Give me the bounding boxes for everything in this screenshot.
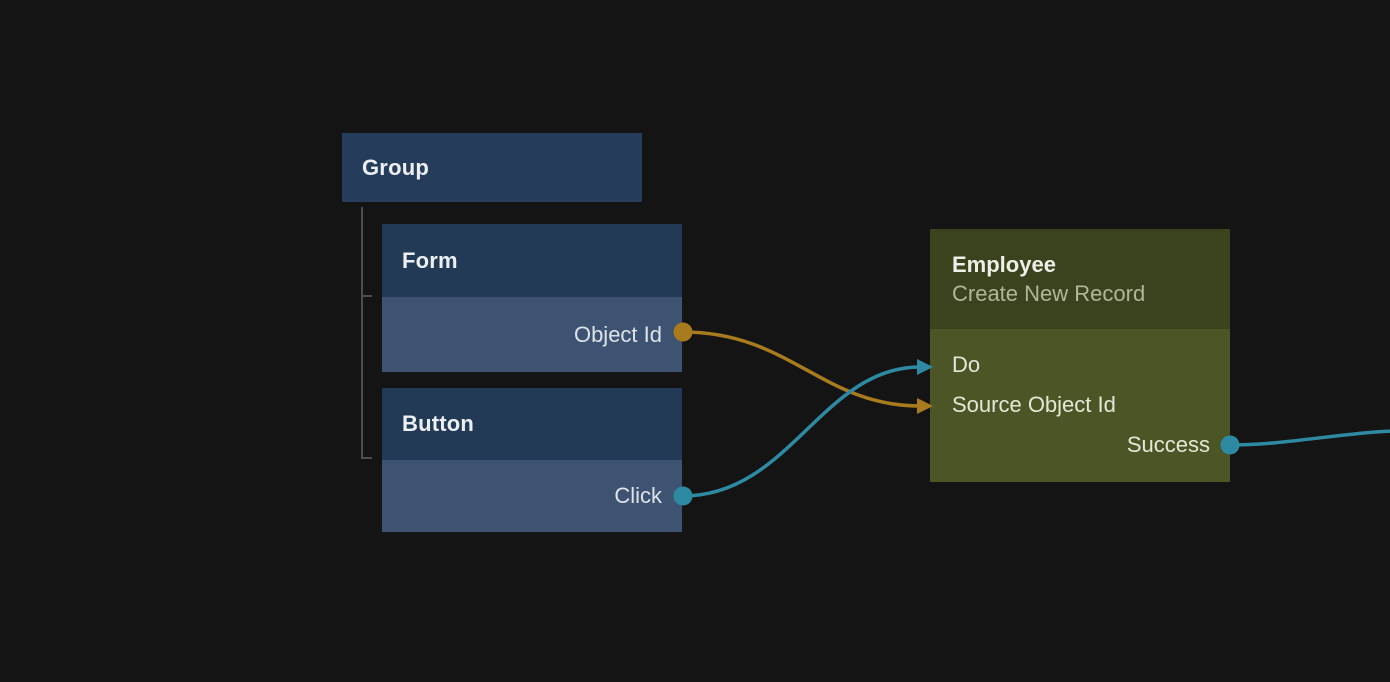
form-node-title: Form: [402, 247, 458, 273]
form-output-row: Object Id: [382, 297, 682, 372]
form-node[interactable]: Form Object Id: [382, 224, 682, 372]
employee-node-title: Employee: [952, 252, 1056, 277]
button-node-title: Button: [402, 411, 475, 436]
form-node-header[interactable]: Form: [382, 224, 682, 297]
button-node-body: Click: [382, 460, 682, 532]
employee-node-header[interactable]: Employee Create New Record: [930, 229, 1230, 329]
employee-output-success-row: Success: [930, 425, 1230, 465]
employee-input-do-row: Do: [930, 345, 1230, 385]
group-tree-connector: [361, 207, 372, 459]
employee-node[interactable]: Employee Create New Record Do Source Obj…: [930, 229, 1230, 482]
group-node-title: Group: [362, 154, 429, 180]
form-output-object-id-label: Object Id: [573, 321, 662, 347]
button-node[interactable]: Button Click: [382, 388, 682, 532]
form-node-body: Object Id: [382, 297, 682, 372]
wire-click-to-do[interactable]: [681, 365, 922, 498]
wire-success-outgoing[interactable]: [1228, 429, 1390, 447]
button-output-click-label: Click: [614, 483, 662, 508]
employee-node-subtitle: Create New Record: [952, 281, 1146, 306]
employee-node-body: Do Source Object Id Success: [930, 329, 1230, 482]
employee-input-do-label: Do: [952, 352, 981, 377]
employee-input-source-object-id-row: Source Object Id: [930, 385, 1230, 425]
group-node[interactable]: Group: [342, 133, 642, 202]
employee-output-success-label: Success: [1126, 432, 1210, 457]
button-node-header[interactable]: Button: [382, 388, 682, 460]
button-output-row: Click: [382, 460, 682, 532]
wire-objectid-to-sourceobjectid[interactable]: [681, 330, 922, 408]
employee-input-source-object-id-label: Source Object Id: [952, 392, 1116, 417]
